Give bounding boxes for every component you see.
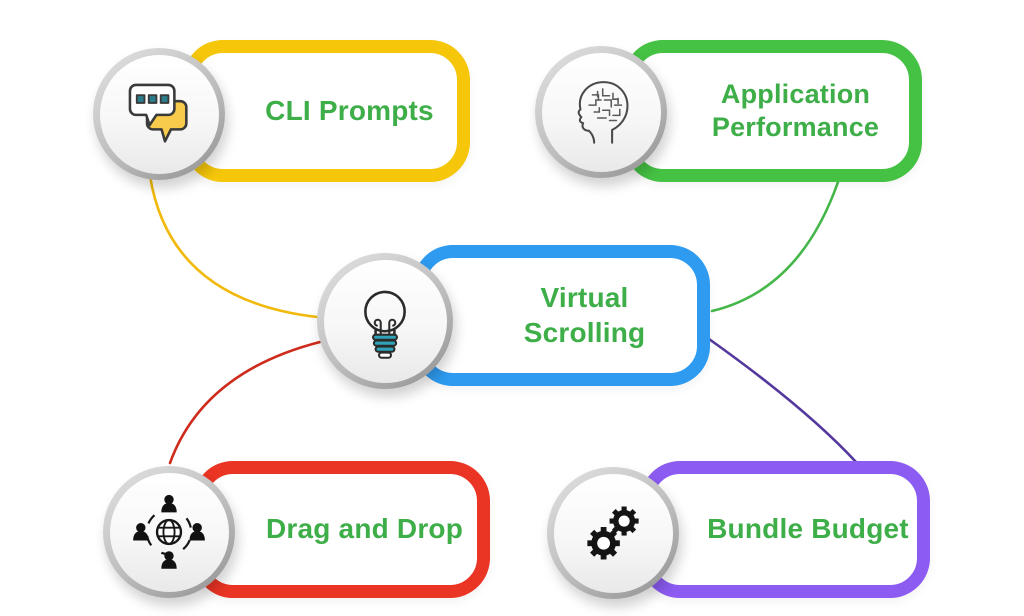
connector-center-to-drag [168,340,322,465]
lightbulb-icon [364,290,406,359]
node-label-application-performance: Application Performance [711,79,880,142]
network-people-icon [133,494,205,569]
icon-badge-cli-prompts [93,48,225,180]
node-label-virtual-scrolling: Virtual Scrolling [523,282,646,348]
node-card-application-performance: Application Performance [623,40,922,182]
icon-badge-bundle-budget [547,467,679,599]
node-card-bundle-budget: Bundle Budget [640,461,930,598]
gears-icon [587,506,639,560]
node-card-cli-prompts: CLI Prompts [183,40,470,182]
node-label-bundle-budget: Bundle Budget [707,513,909,545]
node-card-drag-and-drop: Drag and Drop [193,461,490,598]
node-label-cli-prompts: CLI Prompts [265,94,434,126]
node-card-virtual-scrolling: Virtual Scrolling [413,245,710,386]
node-label-drag-and-drop: Drag and Drop [265,513,464,545]
icon-badge-virtual-scrolling [317,253,453,389]
connector-cli-to-center [148,174,319,319]
icon-badge-drag-and-drop [103,466,235,598]
connector-center-to-bundle [707,337,858,464]
icon-badge-application-performance [535,46,667,178]
chat-bubbles-icon [128,83,188,143]
connector-perf-to-center [710,180,840,313]
head-brain-icon [577,81,629,144]
